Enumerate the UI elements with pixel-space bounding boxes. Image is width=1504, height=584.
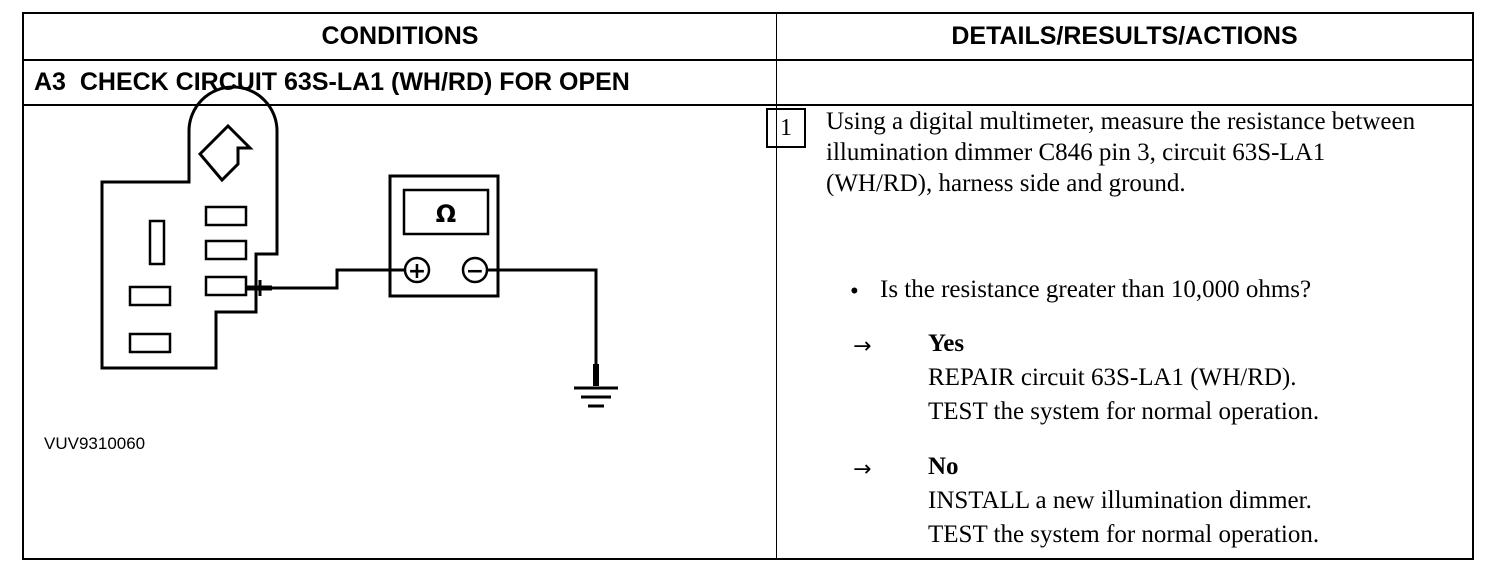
negative-lead <box>487 268 598 364</box>
step-question: Is the resistance greater than 10,000 oh… <box>880 276 1312 303</box>
multimeter-display <box>402 188 490 236</box>
yes-action-1: REPAIR circuit 63S-LA1 (WH/RD). <box>928 364 1297 391</box>
procedure-table: CONDITIONS DETAILS/RESULTS/ACTIONS A3 CH… <box>22 12 1474 560</box>
connector-outline <box>100 85 279 370</box>
step-number: 1 <box>766 108 806 148</box>
step-instruction: Using a digital multimeter, measure the … <box>826 108 1416 197</box>
yes-arrow-icon: → <box>853 334 872 359</box>
no-arrow-icon: → <box>853 457 872 482</box>
connector-cavity <box>204 205 248 227</box>
positive-lead <box>272 268 404 290</box>
yes-action-2: TEST the system for normal operation. <box>928 398 1320 425</box>
connector-pin-3 <box>204 275 248 297</box>
negative-symbol: − <box>466 259 484 284</box>
multimeter <box>388 174 500 298</box>
no-label: No <box>928 453 959 480</box>
no-action-2: TEST the system for normal operation. <box>928 521 1320 548</box>
figure-code: VUV9310060 <box>44 434 146 453</box>
bullet-icon: • <box>850 278 859 305</box>
header-divider <box>24 59 1472 61</box>
positive-symbol: + <box>408 259 426 284</box>
circuit-diagram: Ω + − <box>100 85 618 408</box>
connector-key-icon <box>197 123 254 183</box>
ohm-symbol: Ω <box>436 200 456 228</box>
section-title: A3 CHECK CIRCUIT 63S-LA1 (WH/RD) FOR OPE… <box>34 68 630 96</box>
details-header: DETAILS/RESULTS/ACTIONS <box>951 22 1298 50</box>
connector-cavity <box>148 219 166 266</box>
ground-icon <box>574 386 618 408</box>
conditions-header: CONDITIONS <box>321 22 479 50</box>
positive-terminal <box>403 256 431 284</box>
connector-cavity <box>204 239 248 261</box>
connector-cavity <box>128 285 172 307</box>
section-divider <box>24 104 1472 106</box>
connector-cavity <box>128 332 172 354</box>
no-action-1: INSTALL a new illumination dimmer. <box>928 487 1312 514</box>
yes-label: Yes <box>928 330 965 357</box>
column-divider <box>776 14 777 558</box>
